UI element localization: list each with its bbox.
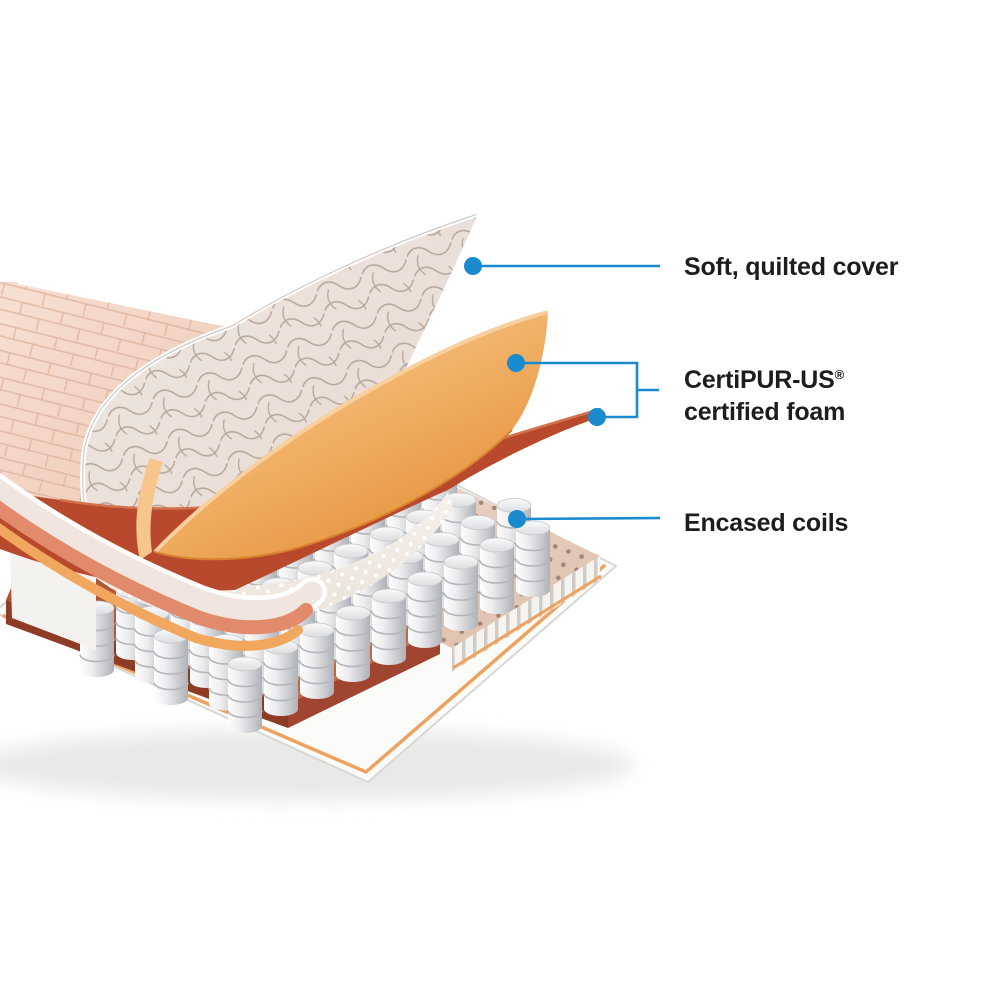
pocket-coil [407, 571, 443, 649]
callout-leaders [473, 264, 661, 521]
callout-dot-foam-top [507, 354, 525, 372]
curl-band-red-foam [0, 500, 313, 635]
tan-edge-trim [452, 574, 602, 670]
curl-band-cover [0, 478, 323, 622]
pocket-coil [299, 622, 335, 700]
pocket-coil [515, 520, 551, 598]
callout-dots [464, 257, 606, 528]
orange-foam-bottom-edge [154, 429, 513, 561]
cover-curl-bands [0, 472, 327, 651]
orange-foam-top-edge [153, 310, 549, 554]
leader-coils [516, 516, 661, 521]
pocket-coil [371, 588, 407, 666]
cover-edge-line [231, 213, 479, 327]
orange-foam-face [155, 312, 548, 560]
pocket-coil [479, 537, 515, 615]
callout-labels: Soft, quilted cover CertiPUR-US® certifi… [684, 253, 899, 537]
pocket-coil [153, 628, 189, 706]
pocket-coil [443, 554, 479, 632]
label-certipur-foam-line1: CertiPUR-US® [684, 366, 845, 394]
label-encased-coils: Encased coils [684, 509, 848, 537]
tan-ribbed-edge [452, 556, 600, 672]
ground-shadow [0, 729, 635, 801]
label-certipur-text: CertiPUR-US [684, 366, 835, 394]
label-quilted-cover: Soft, quilted cover [684, 253, 899, 281]
callout-dot-foam-bottom [588, 408, 606, 426]
orange-foam-sheet [136, 310, 549, 561]
callout-dot-coils [508, 510, 526, 528]
pocket-coil [263, 639, 299, 717]
pocket-coil [227, 656, 263, 734]
curl-band-orange-foam [0, 523, 303, 651]
label-certipur-foam-line2: certified foam [684, 398, 845, 426]
board-trim [2, 564, 606, 775]
registered-trademark-symbol: ® [835, 367, 845, 382]
cover-edge-binding [17, 280, 233, 328]
pocket-coil [335, 605, 371, 683]
callout-dot-cover [464, 257, 482, 275]
orange-foam-cut-edge [136, 458, 163, 560]
